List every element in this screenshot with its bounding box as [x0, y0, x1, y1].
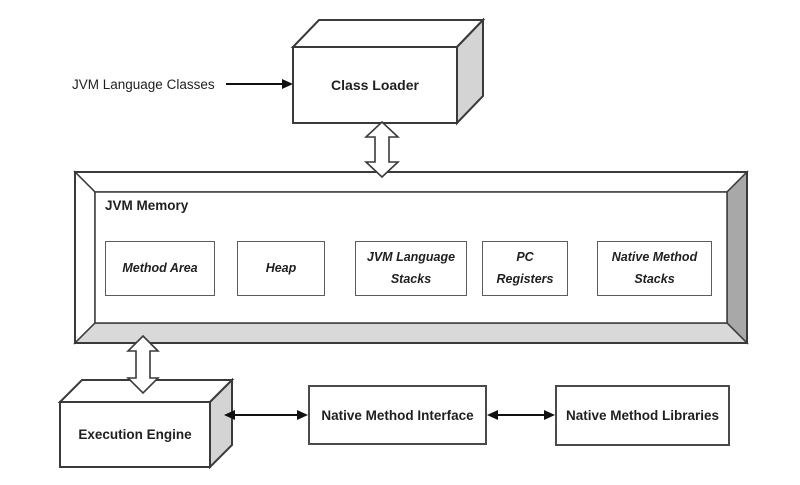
frame-top-bevel: [73, 171, 749, 193]
frame-left-bevel: [74, 170, 96, 345]
engine-interface-arrow: [224, 410, 308, 420]
native-method-interface-box: Native Method Interface: [308, 385, 487, 445]
input-arrow: [226, 79, 293, 89]
class-loader-front-face: [292, 46, 458, 124]
engine-interface-arrow-head-right: [297, 410, 308, 420]
memory-box-jvm-language-stacks: JVM Language Stacks: [355, 241, 467, 296]
class-loader-top-face: [290, 19, 486, 48]
memory-engine-arrow: [126, 334, 160, 395]
frame-outer-border: [74, 171, 748, 344]
engine-interface-arrow-head-left: [224, 410, 235, 420]
class-loader-label: Class Loader: [331, 77, 419, 93]
memory-box-native-method-stacks: Native Method Stacks: [597, 241, 712, 296]
execution-engine-front-face: [59, 401, 211, 468]
frame-bottom-bevel: [73, 322, 749, 344]
memory-box-method-area: Method Area: [105, 241, 215, 296]
input-arrow-head: [282, 79, 293, 89]
interface-libraries-arrow-head-right: [544, 410, 555, 420]
interface-libraries-arrow: [487, 410, 555, 420]
native-method-libraries-box: Native Method Libraries: [555, 385, 730, 446]
interface-libraries-arrow-head-left: [487, 410, 498, 420]
memory-box-pc-registers: PC Registers: [482, 241, 568, 296]
class-loader-box: [290, 17, 486, 126]
execution-engine-label: Execution Engine: [78, 427, 192, 442]
classloader-memory-arrow: [363, 120, 401, 179]
frame-right-bevel: [726, 170, 748, 345]
memory-box-heap: Heap: [237, 241, 325, 296]
jvm-memory-label: JVM Memory: [105, 198, 189, 213]
jvm-language-classes-label: JVM Language Classes: [72, 76, 215, 92]
